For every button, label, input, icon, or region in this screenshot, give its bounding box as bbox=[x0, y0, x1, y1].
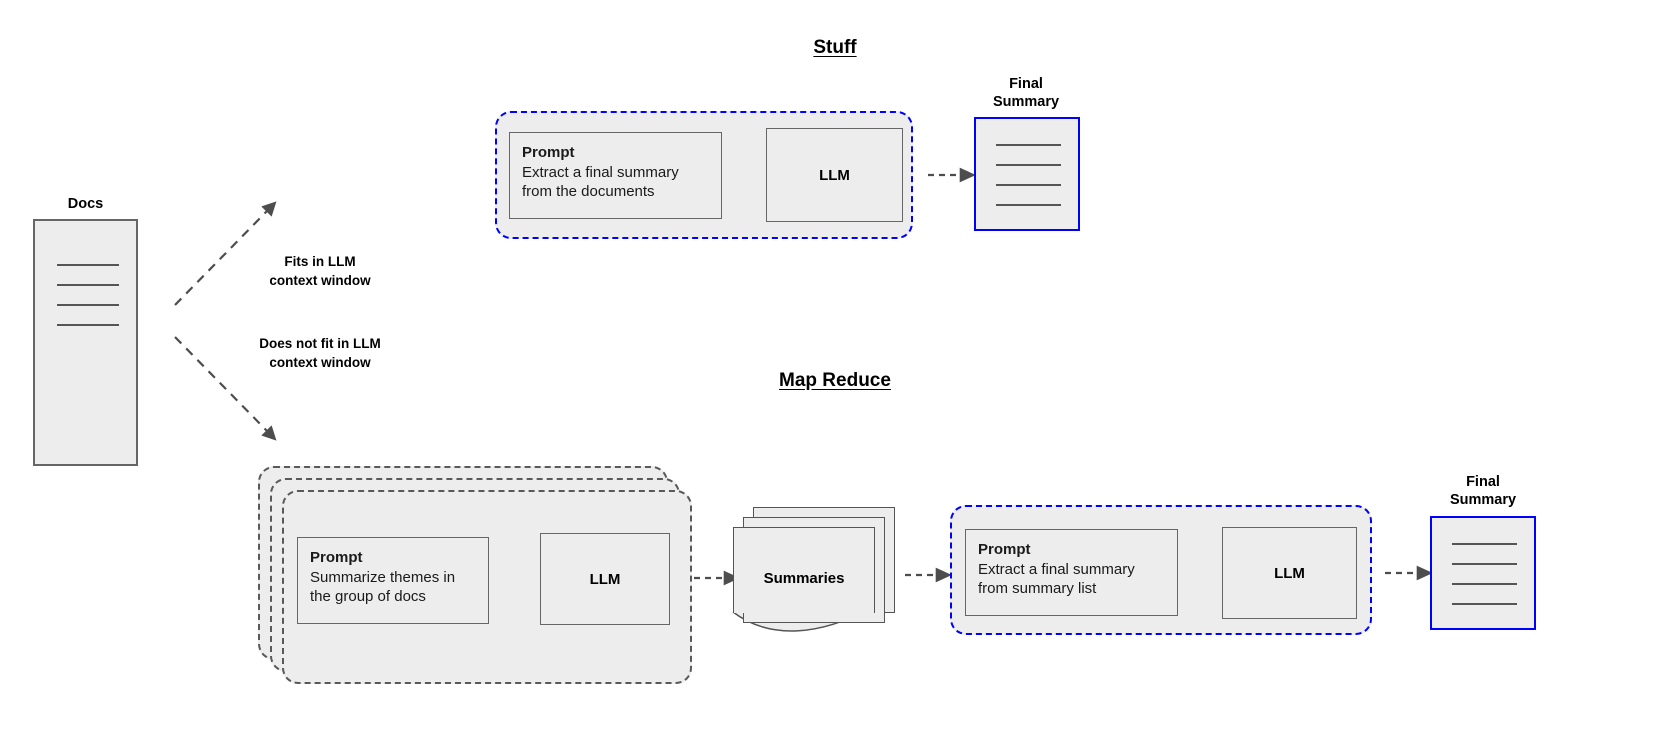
reduce-prompt-box[interactable]: Prompt Extract a final summary from summ… bbox=[965, 529, 1178, 616]
reduce-llm-box[interactable]: LLM bbox=[1222, 527, 1357, 619]
mapreduce-final-summary-sheet bbox=[1430, 516, 1536, 630]
reduce-llm-label: LLM bbox=[1274, 564, 1305, 582]
docs-label: Docs bbox=[67, 196, 104, 212]
map-llm-label: LLM bbox=[589, 570, 621, 588]
stuff-prompt-body: Extract a final summary from the documen… bbox=[522, 163, 679, 201]
reduce-prompt-body: Extract a final summary from summary lis… bbox=[978, 560, 1135, 598]
edge-label-fits: Fits in LLM context window bbox=[269, 254, 371, 288]
section-title-map-reduce: Map Reduce bbox=[779, 370, 891, 391]
section-title-stuff: Stuff bbox=[813, 37, 857, 58]
map-prompt-box[interactable]: Prompt Summarize themes in the group of … bbox=[297, 537, 489, 624]
stuff-final-summary-sheet bbox=[974, 117, 1080, 231]
summaries-label: Summaries bbox=[763, 570, 845, 587]
map-llm-box[interactable]: LLM bbox=[540, 533, 670, 625]
stuff-llm-box[interactable]: LLM bbox=[766, 128, 903, 222]
summaries-sheet-front bbox=[733, 527, 875, 613]
stuff-prompt-title: Prompt bbox=[522, 144, 575, 161]
stuff-llm-label: LLM bbox=[819, 166, 850, 184]
stuff-final-summary-label: Final Summary bbox=[992, 76, 1060, 110]
map-prompt-title: Prompt bbox=[310, 549, 363, 566]
reduce-prompt-title: Prompt bbox=[978, 541, 1031, 558]
edge-label-not-fits: Does not fit in LLM context window bbox=[259, 336, 381, 370]
stuff-prompt-box[interactable]: Prompt Extract a final summary from the … bbox=[509, 132, 722, 219]
map-prompt-body: Summarize themes in the group of docs bbox=[310, 568, 456, 606]
docs-sheet bbox=[33, 219, 138, 466]
mapreduce-final-summary-label: Final Summary bbox=[1449, 474, 1517, 508]
